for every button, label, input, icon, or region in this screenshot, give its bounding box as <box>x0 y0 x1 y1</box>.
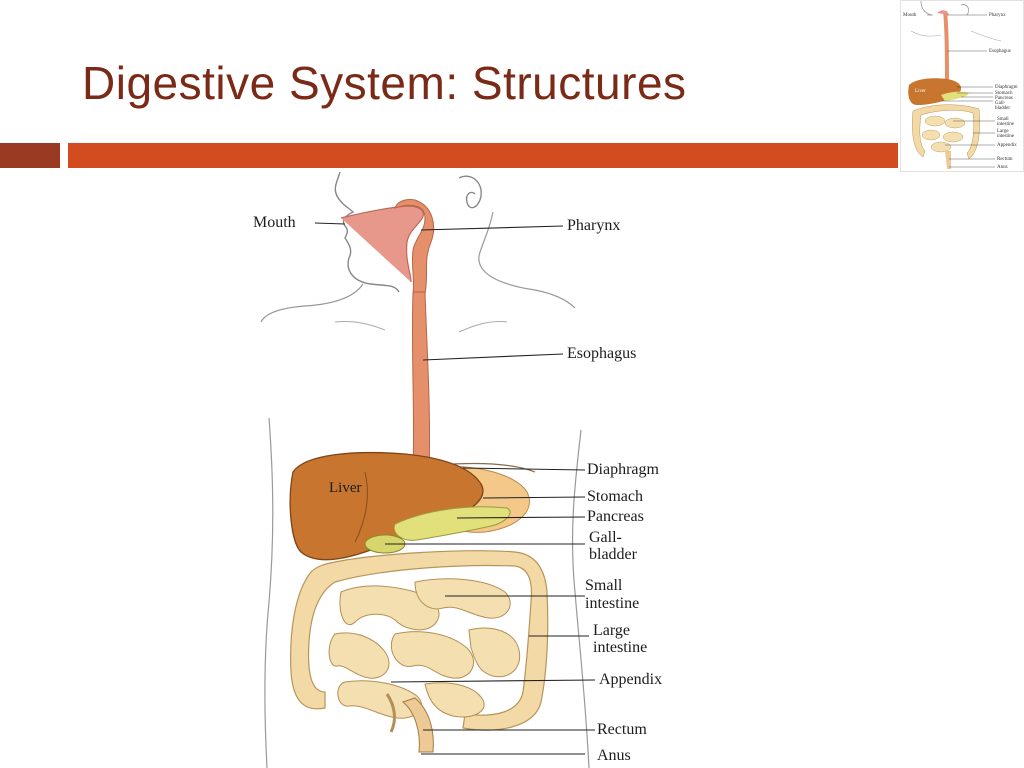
digestive-system-diagram: Mouth Pharynx Esophagus Diaphragm Stomac… <box>245 172 695 768</box>
torso-left <box>264 417 274 768</box>
label-pancreas: Pancreas <box>587 508 644 525</box>
thumb-label-diaphragm: Diaphragm <box>995 85 1018 90</box>
thumb-label-anus: Anus <box>997 165 1008 170</box>
clavicle <box>334 321 508 333</box>
accent-bar <box>68 143 898 168</box>
diagram-thumbnail: Mouth Pharynx Esophagus Diaphragm Stomac… <box>900 0 1024 172</box>
face-outline <box>334 172 400 293</box>
thumb-label-gall: Gall- <box>995 101 1006 106</box>
thumb-label-bladder: bladder <box>995 106 1010 111</box>
digestive-system-illustration <box>260 172 596 768</box>
neck-right <box>478 211 576 309</box>
label-large-intestine-line1: Large <box>593 622 631 639</box>
small-intestine-coils <box>328 578 521 719</box>
thumb-label-liver: Liver <box>915 89 926 94</box>
thumb-label-small: Small <box>997 117 1009 122</box>
oral-cavity <box>340 205 424 283</box>
label-esophagus: Esophagus <box>567 345 637 362</box>
liver-lobe-line <box>354 471 368 543</box>
label-gallbladder-line1: Gall- <box>589 529 622 546</box>
label-mouth: Mouth <box>253 214 296 231</box>
pancreas-shape <box>393 506 511 541</box>
accent-bar-left <box>0 143 60 168</box>
leader-lines <box>314 222 596 755</box>
thumb-label-large: Large <box>997 129 1009 134</box>
thumb-label-stomach: Stomach <box>995 91 1013 96</box>
large-intestine-shape <box>290 550 549 731</box>
esophagus-tube <box>411 291 431 473</box>
label-anus: Anus <box>597 747 631 764</box>
thumb-label-appendix: Appendix <box>997 143 1017 148</box>
label-large-intestine-line2: intestine <box>593 639 648 656</box>
label-liver: Liver <box>329 480 362 496</box>
thumbnail-illustration <box>908 1 1002 169</box>
appendix-shape <box>385 693 396 733</box>
label-small-intestine-line2: intestine <box>585 595 640 612</box>
thumb-label-intestine-small: intestine <box>997 122 1014 127</box>
label-gallbladder-line2: bladder <box>589 546 637 563</box>
thumb-label-intestine-large: intestine <box>997 134 1014 139</box>
thumb-label-pancreas: Pancreas <box>995 96 1013 101</box>
slide-title: Digestive System: Structures <box>82 57 687 109</box>
thumb-label-esophagus: Esophagus <box>989 49 1011 54</box>
thumb-label-pharynx: Pharynx <box>989 13 1006 18</box>
thumb-label-rectum: Rectum <box>997 157 1013 162</box>
label-rectum: Rectum <box>597 721 647 738</box>
label-small-intestine-line1: Small <box>585 577 623 594</box>
rectum-shape <box>401 697 434 753</box>
label-diaphragm: Diaphragm <box>587 461 659 478</box>
label-stomach: Stomach <box>587 488 643 505</box>
torso-right <box>571 429 590 768</box>
label-pharynx: Pharynx <box>567 217 621 234</box>
ear-outline <box>458 175 482 209</box>
label-appendix: Appendix <box>599 671 663 688</box>
neck-left <box>260 283 364 323</box>
thumb-label-mouth: Mouth <box>903 13 917 18</box>
